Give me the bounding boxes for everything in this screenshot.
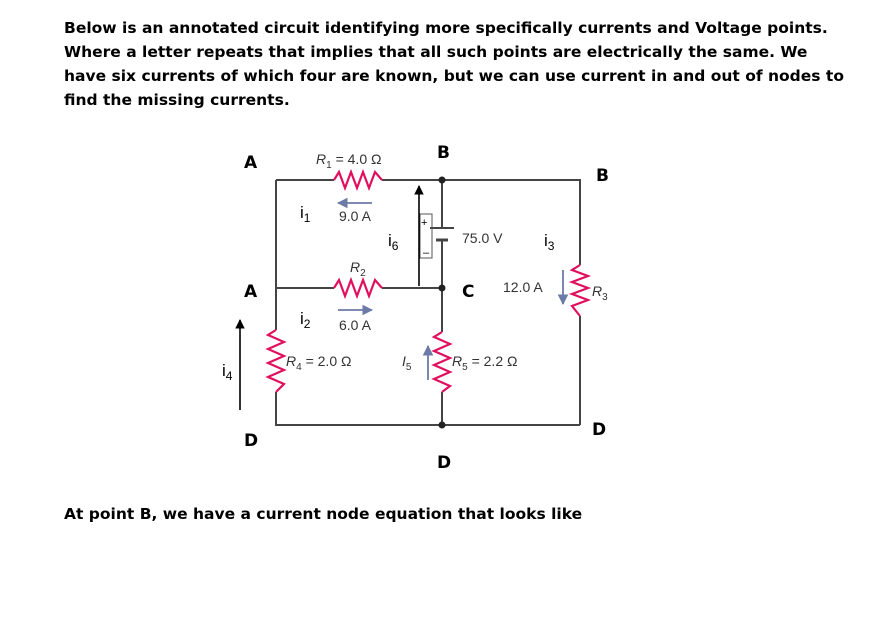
node-label-b-right: B [596,166,609,186]
resistor-r5 [431,331,453,393]
node-label-d-right: D [592,420,606,440]
junction-c [438,284,446,292]
battery-value: 75.0 V [462,230,503,246]
label-i1: i1 [300,203,311,225]
node-label-b-top: B [437,143,450,163]
junctions [438,176,446,429]
battery-minus: – [423,247,430,259]
wire-top-mid [382,179,581,265]
question-paragraph: At point B, we have a current node equat… [64,505,583,523]
value-i1: 9.0 A [339,208,372,224]
battery-plus: + [421,217,427,229]
label-i6: i6 [388,231,399,253]
node-label-d-left: D [244,431,258,451]
node-label-d-mid: D [437,453,451,473]
label-r1: R1 = 4.0 Ω [316,151,381,171]
label-i5: I5 [402,353,412,373]
junction-d [438,421,446,429]
resistor-r1 [333,168,383,192]
wire-left-lower [275,392,580,426]
intro-paragraph: Below is an annotated circuit identifyin… [64,19,844,109]
label-r4: R4 = 2.0 Ω [286,353,351,373]
resistor-r4 [265,329,287,393]
node-label-a-mid: A [244,282,258,302]
value-i3: 12.0 A [503,279,543,295]
label-i4: i4 [222,361,233,383]
wires [275,179,581,426]
node-label-a-top: A [244,153,258,173]
value-i2: 6.0 A [339,317,372,333]
battery: + – 75.0 V [419,213,503,259]
label-r2: R2 [350,259,366,279]
resistor-r3 [568,264,592,317]
label-i3: i3 [544,231,555,253]
junction-b-top [438,176,446,184]
label-r3: R3 [592,283,608,303]
label-r5: R5 = 2.2 Ω [452,353,517,373]
node-label-c: C [462,282,474,302]
label-i2: i2 [300,309,311,331]
resistor-r2 [333,276,383,300]
